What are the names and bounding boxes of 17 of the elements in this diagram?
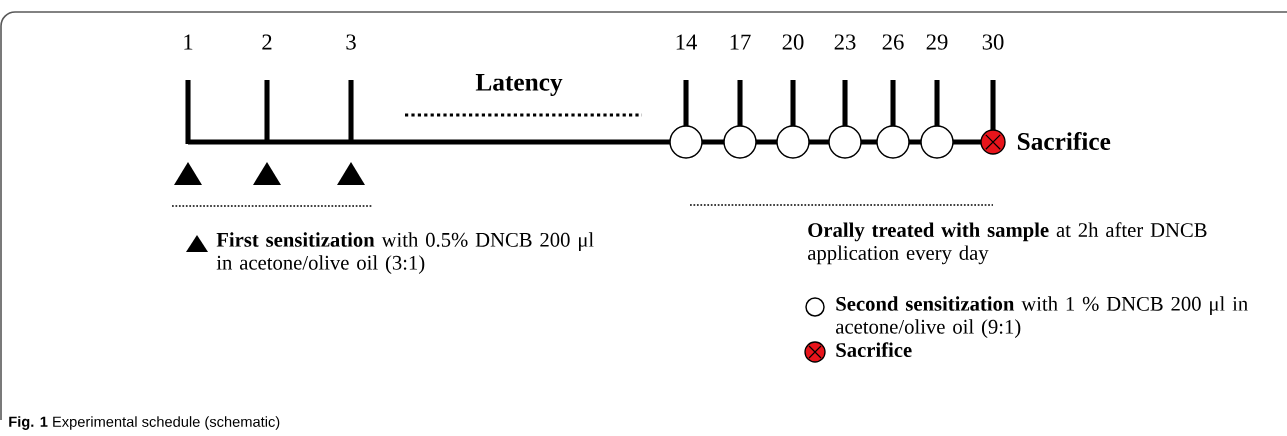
day-number: 17	[730, 34, 751, 50]
legend-text: First sensitization with 0.5% DNCB 200 μl in acetone/olive oil (3:1)	[216, 232, 594, 274]
day-number: 29	[926, 34, 948, 50]
day-number: 30	[982, 34, 1004, 50]
day-number: 2	[262, 34, 272, 50]
sacrifice-label: Sacrifice	[1017, 131, 1111, 151]
day-number: 20	[782, 34, 804, 50]
legend-text: Second sensitization with 1 % DNCB 200 μl in acetone/olive oil (9:1)	[836, 296, 1248, 338]
phase-label: Latency	[475, 74, 563, 96]
day-number: 1	[184, 34, 193, 50]
day-number: 26	[882, 34, 904, 50]
day-number: 23	[834, 34, 856, 50]
day-number: 14	[676, 34, 697, 50]
legend-text: Sacrifice	[836, 342, 912, 358]
note-text: Orally treated with sample at 2h after DNCB application every day	[808, 222, 1207, 265]
day-number: 3	[346, 34, 356, 50]
figure-caption: Fig. 1 Experimental schedule (schematic)	[9, 416, 280, 430]
